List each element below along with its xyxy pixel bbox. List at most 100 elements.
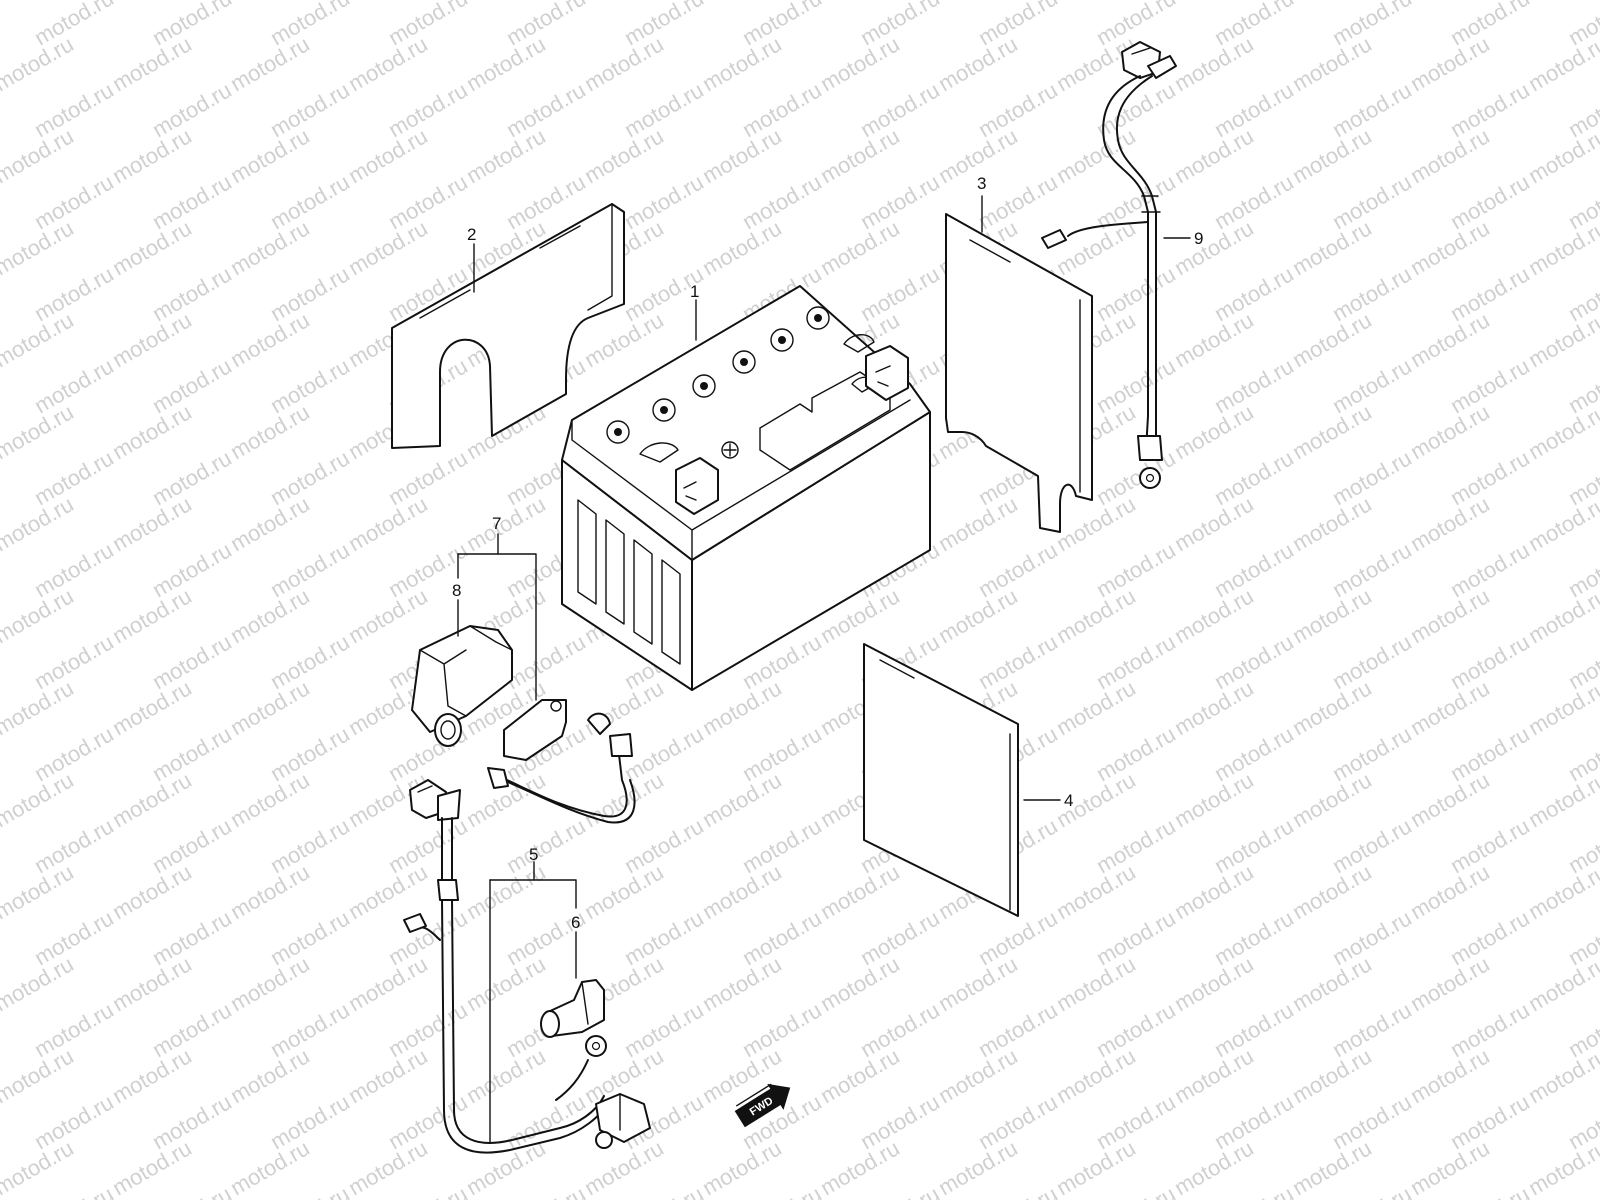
label-9: 9 <box>1194 229 1203 248</box>
watermark-text: motod.ru <box>1170 1135 1258 1200</box>
watermark-text: motod.ru <box>148 169 236 234</box>
part-3-pad[interactable] <box>945 213 1093 533</box>
watermark-text: motod.ru <box>502 629 590 694</box>
watermark-text: motod.ru <box>1210 169 1298 234</box>
watermark-text: motod.ru <box>698 0 786 4</box>
watermark-text: motod.ru <box>148 1181 236 1200</box>
watermark-text: motod.ru <box>1406 1135 1494 1200</box>
watermark-text: motod.ru <box>580 859 668 924</box>
watermark-text: motod.ru <box>1052 491 1140 556</box>
watermark-text: motod.ru <box>1406 1043 1494 1108</box>
watermark-text: motod.ru <box>1406 491 1494 556</box>
watermark-text: motod.ru <box>1092 1181 1180 1200</box>
watermark-text: motod.ru <box>1446 445 1534 510</box>
part-6-boot[interactable] <box>540 979 605 1038</box>
watermark-text: motod.ru <box>620 721 708 786</box>
watermark-text: motod.ru <box>934 583 1022 648</box>
watermark-text: motod.ru <box>580 1135 668 1200</box>
watermark-text: motod.ru <box>1288 215 1376 280</box>
watermark-text: motod.ru <box>462 123 550 188</box>
watermark-text: motod.ru <box>620 169 708 234</box>
watermark-text: motod.ru <box>1170 31 1258 96</box>
watermark-text: motod.ru <box>30 721 118 786</box>
watermark-text: motod.ru <box>384 813 472 878</box>
watermark-text: motod.ru <box>1052 123 1140 188</box>
watermark-text: motod.ru <box>1288 31 1376 96</box>
watermark-text: motod.ru <box>698 859 786 924</box>
watermark-text: motod.ru <box>1288 399 1376 464</box>
watermark-text: motod.ru <box>226 1135 314 1200</box>
watermark-text: motod.ru <box>462 1135 550 1200</box>
watermark-text: motod.ru <box>1288 491 1376 556</box>
watermark-text: motod.ru <box>1288 123 1376 188</box>
part-4-pad[interactable] <box>863 643 1019 917</box>
watermark-text: motod.ru <box>620 77 708 142</box>
watermark-text: motod.ru <box>108 0 196 4</box>
watermark-text: motod.ru <box>1210 445 1298 510</box>
watermark-text: motod.ru <box>266 0 354 50</box>
watermark-text: motod.ru <box>816 123 904 188</box>
watermark-text: motod.ru <box>30 445 118 510</box>
part-5-harness[interactable] <box>403 779 651 1154</box>
watermark-text: motod.ru <box>226 1043 314 1108</box>
watermark-text: motod.ru <box>1170 399 1258 464</box>
watermark-text: motod.ru <box>580 767 668 832</box>
watermark-text: motod.ru <box>266 261 354 326</box>
watermark-text: motod.ru <box>1524 31 1600 96</box>
watermark-text: motod.ru <box>580 675 668 740</box>
watermark-text: motod.ru <box>816 215 904 280</box>
part-1-battery[interactable] <box>561 285 931 691</box>
watermark-text: motod.ru <box>226 491 314 556</box>
watermark-text: motod.ru <box>1052 583 1140 648</box>
watermark-text: motod.ru <box>1524 1135 1600 1200</box>
watermark-text: motod.ru <box>1092 353 1180 418</box>
watermark-text: motod.ru <box>226 767 314 832</box>
watermark-text: motod.ru <box>266 813 354 878</box>
part-8-cover[interactable] <box>411 625 513 747</box>
watermark-text: motod.ru <box>462 859 550 924</box>
watermark-text: motod.ru <box>502 1181 590 1200</box>
watermark-text: motod.ru <box>580 123 668 188</box>
watermark-text: motod.ru <box>974 997 1062 1062</box>
watermark-text: motod.ru <box>226 31 314 96</box>
watermark-text: motod.ru <box>30 905 118 970</box>
watermark-text: motod.ru <box>108 399 196 464</box>
watermark-text: motod.ru <box>1288 307 1376 372</box>
watermark-text: motod.ru <box>226 399 314 464</box>
watermark-text: motod.ru <box>344 0 432 4</box>
watermark-text: motod.ru <box>266 77 354 142</box>
watermark-text: motod.ru <box>266 1181 354 1200</box>
watermark-text: motod.ru <box>266 997 354 1062</box>
watermark-text: motod.ru <box>620 0 708 50</box>
watermark-text: motod.ru <box>1170 307 1258 372</box>
watermark-text: motod.ru <box>1328 1089 1416 1154</box>
watermark-text: motod.ru <box>148 537 236 602</box>
watermark-text: motod.ru <box>1328 1181 1416 1200</box>
watermark-text: motod.ru <box>148 721 236 786</box>
watermark-text: motod.ru <box>108 767 196 832</box>
watermark-text: motod.ru <box>620 813 708 878</box>
watermark-text: motod.ru <box>1406 399 1494 464</box>
watermark-text: motod.ru <box>148 261 236 326</box>
watermark-text: motod.ru <box>738 721 826 786</box>
watermark-text: motod.ru <box>698 1135 786 1200</box>
watermark-text: motod.ru <box>344 1043 432 1108</box>
watermark-text: motod.ru <box>1092 721 1180 786</box>
part-7-cable[interactable] <box>487 699 636 824</box>
watermark-text: motod.ru <box>738 169 826 234</box>
watermark-text: motod.ru <box>580 31 668 96</box>
watermark-text: motod.ru <box>1170 0 1258 4</box>
part-9-harness[interactable] <box>1041 41 1177 489</box>
watermark-text: motod.ru <box>856 905 944 970</box>
watermark-text: motod.ru <box>1524 583 1600 648</box>
watermark-text: motod.ru <box>1210 1181 1298 1200</box>
part-2-pad[interactable] <box>391 203 625 449</box>
watermark-text: motod.ru <box>266 905 354 970</box>
watermark-text: motod.ru <box>108 1135 196 1200</box>
watermark-text: motod.ru <box>1328 353 1416 418</box>
watermark-text: motod.ru <box>148 629 236 694</box>
watermark-text: motod.ru <box>108 583 196 648</box>
watermark-text: motod.ru <box>816 1135 904 1200</box>
watermark-text: motod.ru <box>1446 537 1534 602</box>
watermark-text: motod.ru <box>1328 629 1416 694</box>
